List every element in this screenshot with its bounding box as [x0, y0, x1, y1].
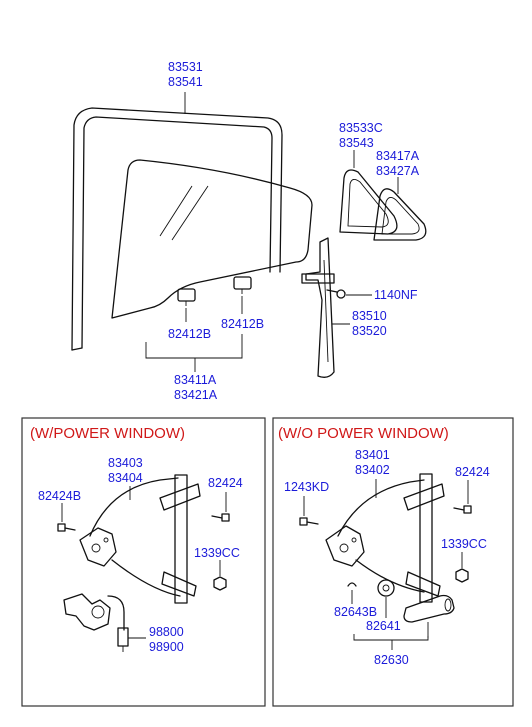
- handle-spacer: [377, 579, 395, 597]
- motor-label-1: 98800: [149, 625, 184, 639]
- power-window-panel: [21, 417, 266, 707]
- glass-run-label-2: 83541: [168, 75, 203, 89]
- clip-label: 82643B: [334, 605, 377, 619]
- door-glass: [111, 159, 313, 319]
- motor-label-2: 98900: [149, 640, 184, 654]
- center-channel-label-1: 83510: [352, 309, 387, 323]
- glass-holder-left: [177, 288, 196, 306]
- power-bolt-right-label: 82424: [208, 476, 243, 490]
- power-regulator: [79, 474, 201, 604]
- power-nut-label: 1339CC: [194, 546, 240, 560]
- bolt-1140nf: [326, 289, 346, 299]
- door-glass-label-2: 83421A: [174, 388, 218, 402]
- power-nut: [213, 576, 227, 591]
- quarter-glass-label-2: 83543: [339, 136, 374, 150]
- glass-holder-right: [233, 276, 252, 294]
- manual-window-panel: [272, 417, 514, 707]
- quarter-glass: [339, 169, 398, 235]
- manual-regulator-label-1: 83401: [355, 448, 390, 462]
- bolt-label: 1140NF: [374, 288, 418, 302]
- manual-nut-label: 1339CC: [441, 537, 487, 551]
- weatherstrip-label-1: 83417A: [376, 149, 420, 163]
- door-glass-bracket: [145, 334, 243, 359]
- power-bolt-left-label: 82424B: [38, 489, 81, 503]
- manual-regulator-label-2: 83402: [355, 463, 390, 477]
- holder-left-label: 82412B: [168, 327, 211, 341]
- manual-bolt-right: [453, 505, 472, 514]
- center-channel-label-2: 83520: [352, 324, 387, 338]
- manual-window-title: (W/O POWER WINDOW): [278, 425, 449, 442]
- handle-assy-label: 82630: [374, 653, 409, 667]
- spacer-label: 82641: [366, 619, 401, 633]
- power-bolt-left: [57, 523, 76, 532]
- door-glass-label-1: 83411A: [174, 373, 217, 387]
- holder-right-label: 82412B: [221, 317, 264, 331]
- power-regulator-label-1: 83403: [108, 456, 143, 470]
- power-bolt-right: [211, 513, 230, 522]
- glass-run-channel: [71, 107, 283, 351]
- handle-clip: [347, 582, 357, 587]
- window-crank-handle: [403, 594, 455, 623]
- manual-nut: [455, 568, 469, 583]
- quarter-weatherstrip: [373, 188, 427, 241]
- weatherstrip-label-2: 83427A: [376, 164, 420, 178]
- power-window-title: (W/POWER WINDOW): [30, 425, 185, 442]
- manual-bolt-left-label: 1243KD: [284, 480, 329, 494]
- manual-bolt-right-label: 82424: [455, 465, 490, 479]
- window-motor: [63, 593, 129, 652]
- power-regulator-label-2: 83404: [108, 471, 143, 485]
- manual-bolt-left: [299, 517, 319, 526]
- manual-regulator: [325, 473, 445, 603]
- glass-run-label-1: 83531: [168, 60, 203, 74]
- quarter-glass-label-1: 83533C: [339, 121, 383, 135]
- handle-assy-bracket: [353, 634, 429, 641]
- center-channel: [301, 237, 335, 378]
